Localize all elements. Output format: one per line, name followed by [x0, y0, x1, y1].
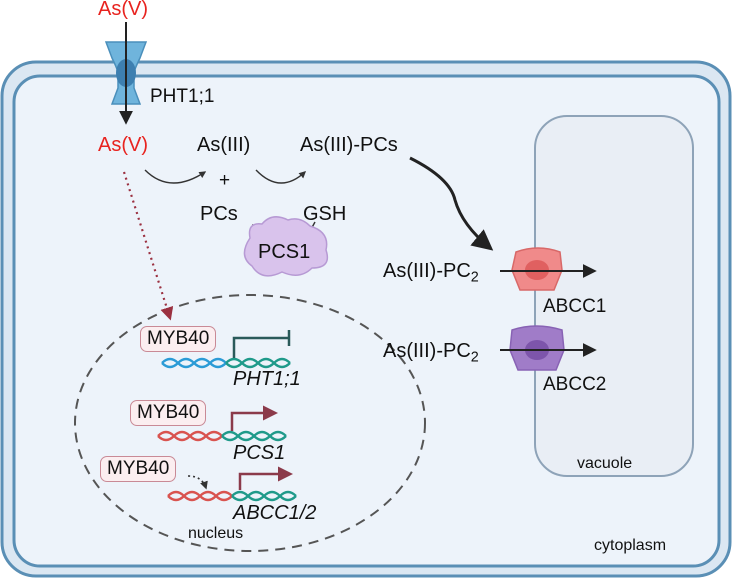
myb40-box-3: MYB40 — [100, 456, 177, 482]
dna-helix-pcs1 — [157, 430, 287, 442]
dna-helix-pht1 — [161, 357, 291, 369]
activation-arrow-pcs1 — [230, 405, 278, 431]
arsenite-label: As(III) — [197, 134, 251, 156]
gsh-label: GSH — [303, 203, 347, 225]
plus-sign: + — [219, 170, 231, 191]
extracellular-arsenate-label: As(V) — [98, 0, 148, 20]
cytoplasm-arsenate-label: As(V) — [98, 134, 148, 156]
myb40-box-1: MYB40 — [140, 326, 217, 352]
signal-arrow — [122, 171, 174, 321]
gene-label-abcc: ABCC1/2 — [233, 502, 317, 524]
cytoplasm-label: cytoplasm — [594, 537, 667, 554]
reduction-arrow — [144, 169, 207, 184]
nucleus-label: nucleus — [188, 525, 244, 542]
abcc2-substrate-sub: 2 — [470, 349, 479, 366]
vacuole — [534, 115, 694, 477]
abcc1-transporter-icon — [511, 247, 563, 291]
pcs1-enzyme-label: PCS1 — [258, 241, 311, 263]
abcc2-substrate-label: As(III)-PC2 — [383, 340, 479, 365]
abcc2-label: ABCC2 — [543, 374, 607, 395]
gene-label-pht1: PHT1;1 — [233, 368, 301, 390]
abcc1-substrate-main: As(III)-PC — [383, 260, 471, 282]
complexation-arrow — [255, 169, 307, 184]
nucleus — [74, 294, 426, 552]
gene-label-pcs1: PCS1 — [233, 442, 286, 464]
sequestration-arrow — [409, 156, 494, 251]
abcc2-transporter-icon — [509, 325, 565, 371]
activation-arrow-abcc — [238, 466, 293, 490]
pcs1-enzyme-icon — [243, 216, 329, 277]
abcc2-substrate-main: As(III)-PC — [383, 340, 471, 362]
abcc1-substrate-label: As(III)-PC2 — [383, 260, 479, 285]
repression-symbol — [232, 336, 289, 358]
myb40-binding-arrow — [187, 475, 208, 490]
pcs-label: PCs — [200, 203, 238, 225]
vacuole-label: vacuole — [577, 455, 633, 472]
myb40-box-2: MYB40 — [130, 400, 207, 426]
dna-helix-abcc — [167, 490, 297, 502]
abcc1-label: ABCC1 — [543, 296, 607, 317]
abcc1-substrate-sub: 2 — [470, 269, 479, 286]
complex-label: As(III)-PCs — [300, 134, 398, 156]
pht1-label: PHT1;1 — [150, 86, 215, 107]
